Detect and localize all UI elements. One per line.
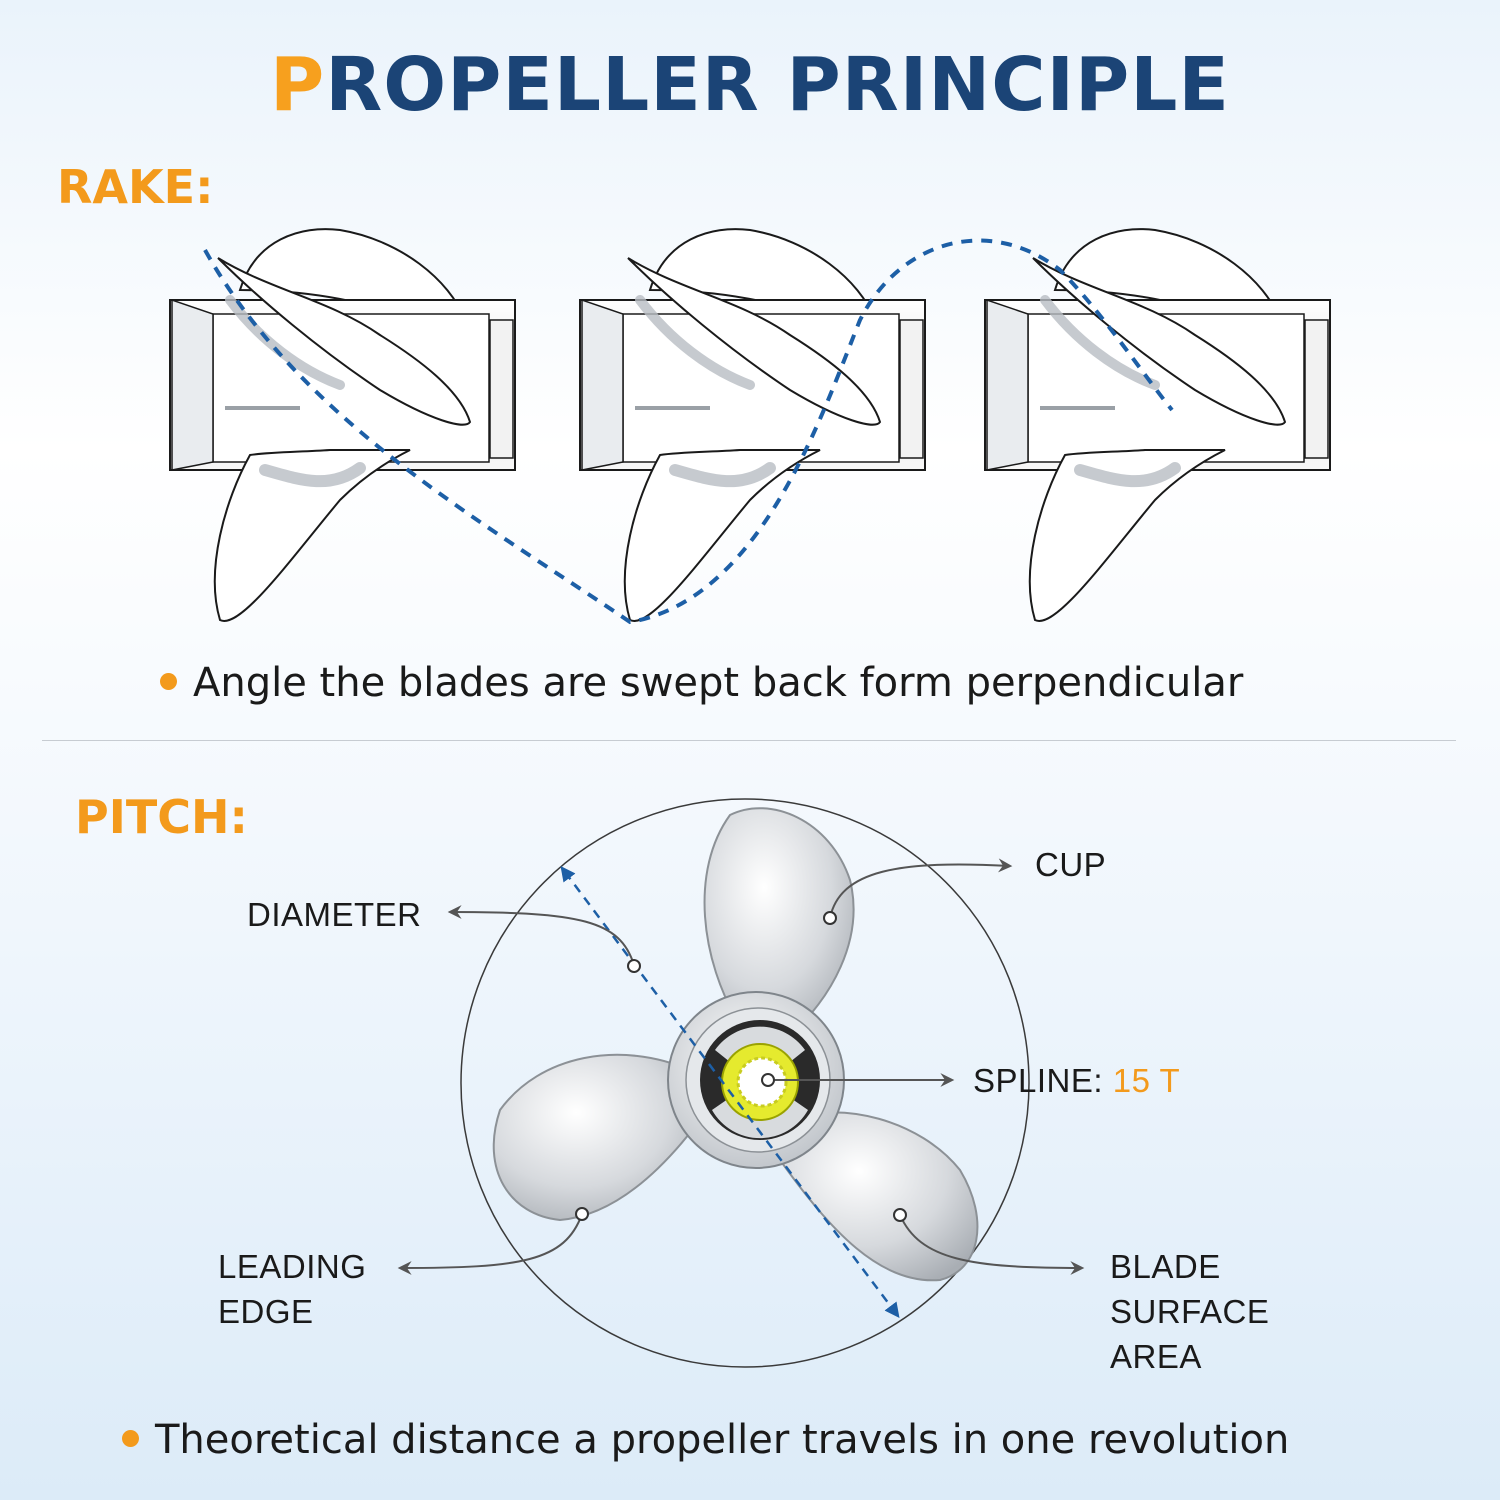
cup-anchor-dot [823,911,837,925]
blade-surface-line-1: BLADE [1110,1248,1221,1285]
rake-dashed-curve [203,238,1174,625]
cup-leader [829,858,1013,919]
diameter-leader [447,905,635,966]
bullet-dot [160,672,177,690]
rake-description-text: Angle the blades are swept back form per… [193,660,1244,706]
title-rest: ROPELLER PRINCIPLE [325,42,1230,128]
leading-edge-line-2: EDGE [218,1293,314,1330]
spline-label-text: SPLINE: [973,1062,1104,1099]
blade-surface-anchor-dot [893,1208,907,1222]
callout-anchor-dots [575,911,907,1222]
cup-label: CUP [1035,846,1107,883]
spline-value: 15 T [1112,1062,1181,1099]
callout-lines [397,858,1085,1275]
section-divider [42,740,1456,741]
spline-label: SPLINE: 15 T [973,1058,1180,1103]
bullet-dot [122,1429,139,1447]
diameter-circle [460,798,1030,1368]
pitch-label: PITCH: [75,790,248,844]
blade-surface-leader [899,1214,1085,1275]
propeller-front-view [492,807,979,1282]
diameter-label: DIAMETER [247,896,422,933]
pitch-description-text: Theoretical distance a propeller travels… [155,1417,1290,1463]
title-first-letter: P [270,42,326,128]
diameter-arrow [560,866,900,1318]
leading-edge-leader [397,1213,583,1275]
propeller-side-view-3 [985,229,1330,621]
blade-surface-line-2: SURFACE [1110,1293,1270,1330]
propeller-side-view-1 [170,229,515,621]
leading-edge-label: LEADING EDGE [218,1244,366,1334]
rake-description: Angle the blades are swept back form per… [160,660,1243,706]
leading-edge-line-1: LEADING [218,1248,367,1285]
rake-label: RAKE: [57,160,214,214]
pitch-description: Theoretical distance a propeller travels… [122,1417,1289,1463]
page-title: PROPELLER PRINCIPLE [0,42,1500,128]
spline-anchor-dot [761,1073,775,1087]
propeller-side-view-2 [580,229,925,621]
blade-surface-line-3: AREA [1110,1338,1202,1375]
diameter-anchor-dot [627,959,641,973]
blade-surface-area-label: BLADE SURFACE AREA [1110,1244,1269,1379]
leading-edge-anchor-dot [575,1207,589,1221]
